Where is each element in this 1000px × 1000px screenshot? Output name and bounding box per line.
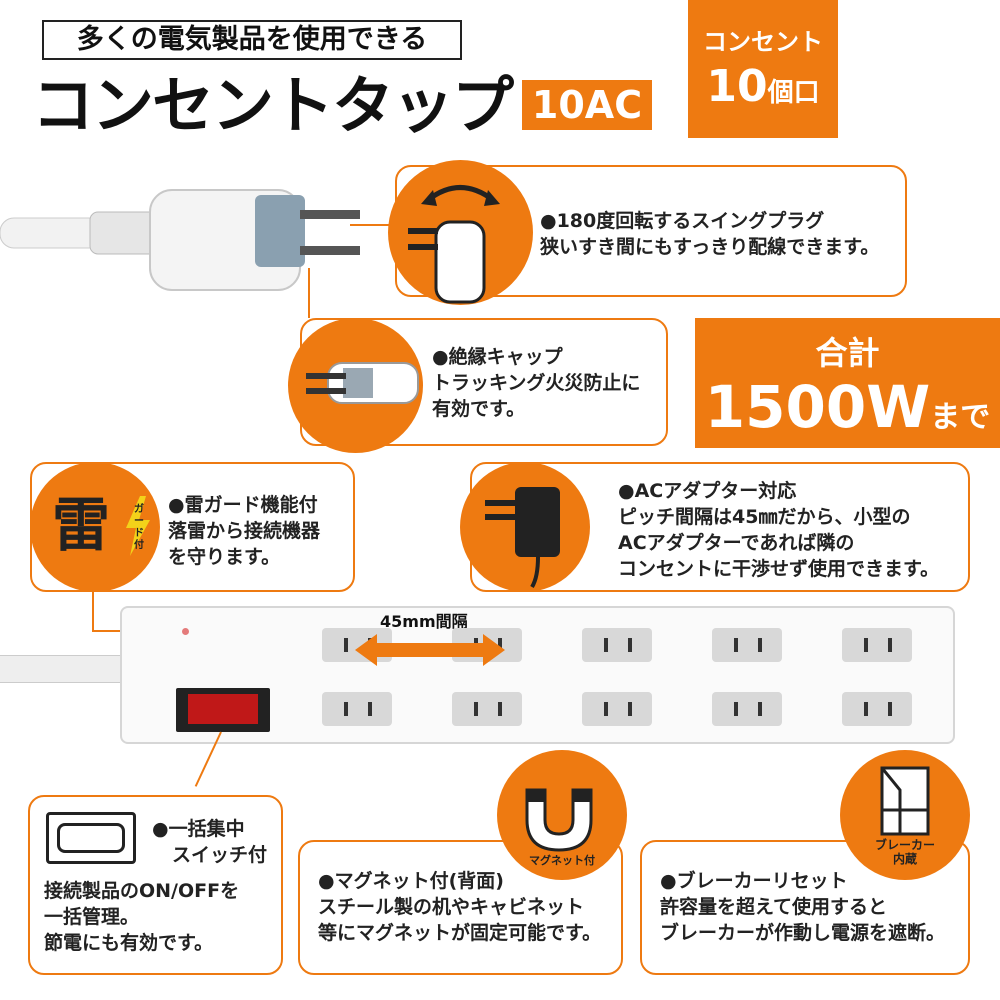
switch-icon: [46, 812, 136, 864]
breaker-text: ●ブレーカーリセット 許容量を超えて使用すると ブレーカーが作動し電源を遮断。: [660, 870, 946, 944]
power-cord: [0, 655, 125, 683]
magnet-icon: マグネット付: [497, 750, 627, 880]
outlet-socket: [582, 628, 652, 662]
total-wattage-badge: 合計 1500Wまで: [695, 318, 1000, 448]
insulation-cap-icon: [288, 318, 423, 453]
lightning-guard-text: ●雷ガード機能付 落雷から接続機器 を守ります。: [168, 494, 321, 568]
total-wattage: 1500Wまで: [704, 373, 991, 441]
outlet-socket: [712, 628, 782, 662]
outlet-socket: [322, 692, 392, 726]
outlet-socket: [582, 692, 652, 726]
outlet-badge-count: 10個口: [706, 61, 820, 112]
breaker-icon: ブレーカー 内蔵: [840, 750, 970, 880]
outlet-socket: [842, 692, 912, 726]
switch-text: 接続製品のON/OFFを 一括管理。 節電にも有効です。: [44, 880, 240, 954]
insulation-cap-text: ●絶縁キャップ トラッキング火災防止に 有効です。: [432, 346, 641, 420]
master-switch-rocker[interactable]: [188, 694, 258, 724]
swing-plug-leader: [350, 224, 395, 226]
switch-title: ●一括集中 スイッチ付: [152, 818, 268, 866]
outlet-socket: [712, 692, 782, 726]
outlet-socket: [452, 692, 522, 726]
lightning-bolt-icon: [126, 496, 150, 556]
ac-badge: 10AC: [522, 80, 652, 130]
outlet-badge-label: コンセント: [703, 28, 823, 56]
swing-plug-icon: [388, 160, 533, 305]
outlet-socket: [842, 628, 912, 662]
magnet-text: ●マグネット付(背面) スチール製の机やキャビネット 等にマグネットが固定可能で…: [318, 870, 602, 944]
lightning-guard-leader-v: [92, 592, 94, 632]
page-title: コンセントタップ: [32, 69, 514, 142]
outlet-count-badge: コンセント 10個口: [688, 0, 838, 138]
ac-adapter-icon: [460, 462, 590, 592]
insulation-cap-leader: [308, 268, 310, 318]
spacing-label: 45mm間隔: [380, 612, 468, 631]
total-label: 合計: [815, 334, 880, 372]
lightning-indicator-light: [182, 628, 189, 635]
lightning-guard-icon: 雷 ガード付: [30, 462, 160, 592]
subtitle: 多くの電気製品を使用できる: [42, 20, 462, 60]
swing-plug-text: ●180度回転するスイングプラグ 狭いすき間にもすっきり配線できます。: [540, 210, 880, 258]
ac-adapter-text: ●ACアダプター対応 ピッチ間隔は45㎜だから、小型の ACアダプターであれば隣…: [618, 480, 940, 580]
plug-illustration: [0, 180, 370, 300]
spacing-arrow-icon: [355, 632, 505, 668]
